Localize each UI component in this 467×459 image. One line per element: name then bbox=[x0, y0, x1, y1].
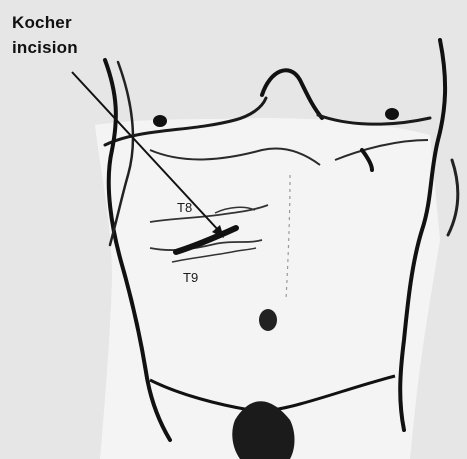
dermatome-label-t9: T9 bbox=[183, 270, 198, 285]
umbilicus bbox=[259, 309, 277, 331]
neck-outline bbox=[262, 70, 322, 118]
callout-line-1: Kocher bbox=[12, 10, 78, 35]
right-nipple bbox=[385, 108, 399, 120]
right-arm-contour bbox=[448, 160, 458, 235]
callout-label: Kocher incision bbox=[12, 10, 78, 60]
callout-line-2: incision bbox=[12, 35, 78, 60]
dermatome-label-t8: T8 bbox=[177, 200, 192, 215]
left-nipple bbox=[153, 115, 167, 127]
